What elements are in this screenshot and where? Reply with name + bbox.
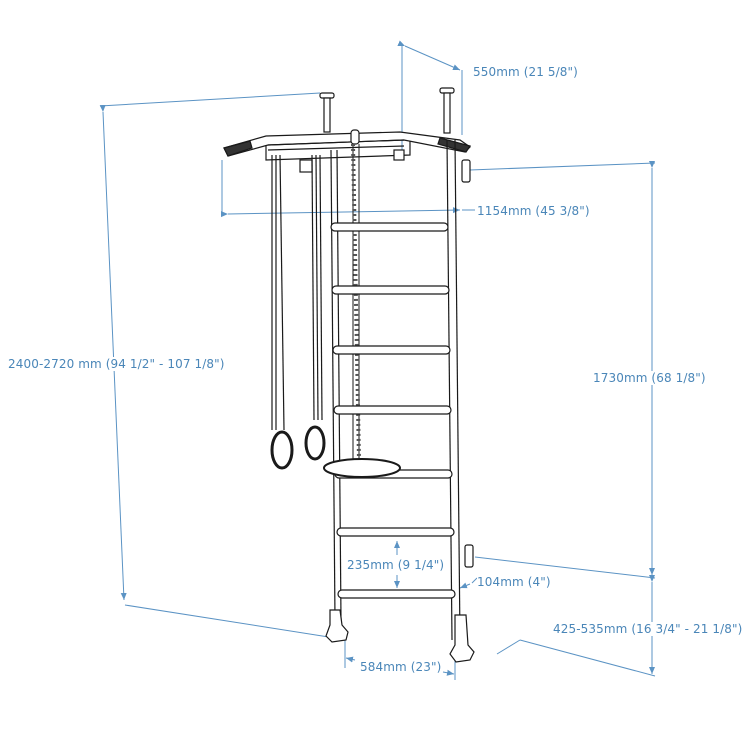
label-ladder-width: 584mm (23"): [360, 660, 442, 674]
ladder-feet: [325, 609, 475, 663]
label-wall-offset: 104mm (4"): [477, 575, 551, 589]
dimension-lines: [99, 40, 656, 680]
wall-bars-drawing: [223, 87, 475, 663]
ladder-rungs: [330, 222, 456, 599]
label-base-height: 425-535mm (16 3/4" - 21 1/8"): [553, 622, 743, 636]
ceiling-strut-right: [439, 87, 455, 134]
label-bar-width: 1154mm (45 3/8"): [477, 204, 590, 218]
label-total-height: 2400-2720 mm (94 1/2" - 107 1/8"): [8, 357, 225, 371]
gymnastic-rings: [270, 154, 326, 470]
disc-swing: [323, 458, 401, 478]
label-rung-spacing: 235mm (9 1/4"): [347, 558, 445, 572]
label-ladder-height: 1730mm (68 1/8"): [593, 371, 706, 385]
ceiling-strut-left: [319, 92, 335, 133]
pull-up-bar: [223, 131, 471, 157]
label-depth-top: 550mm (21 5/8"): [473, 65, 578, 79]
